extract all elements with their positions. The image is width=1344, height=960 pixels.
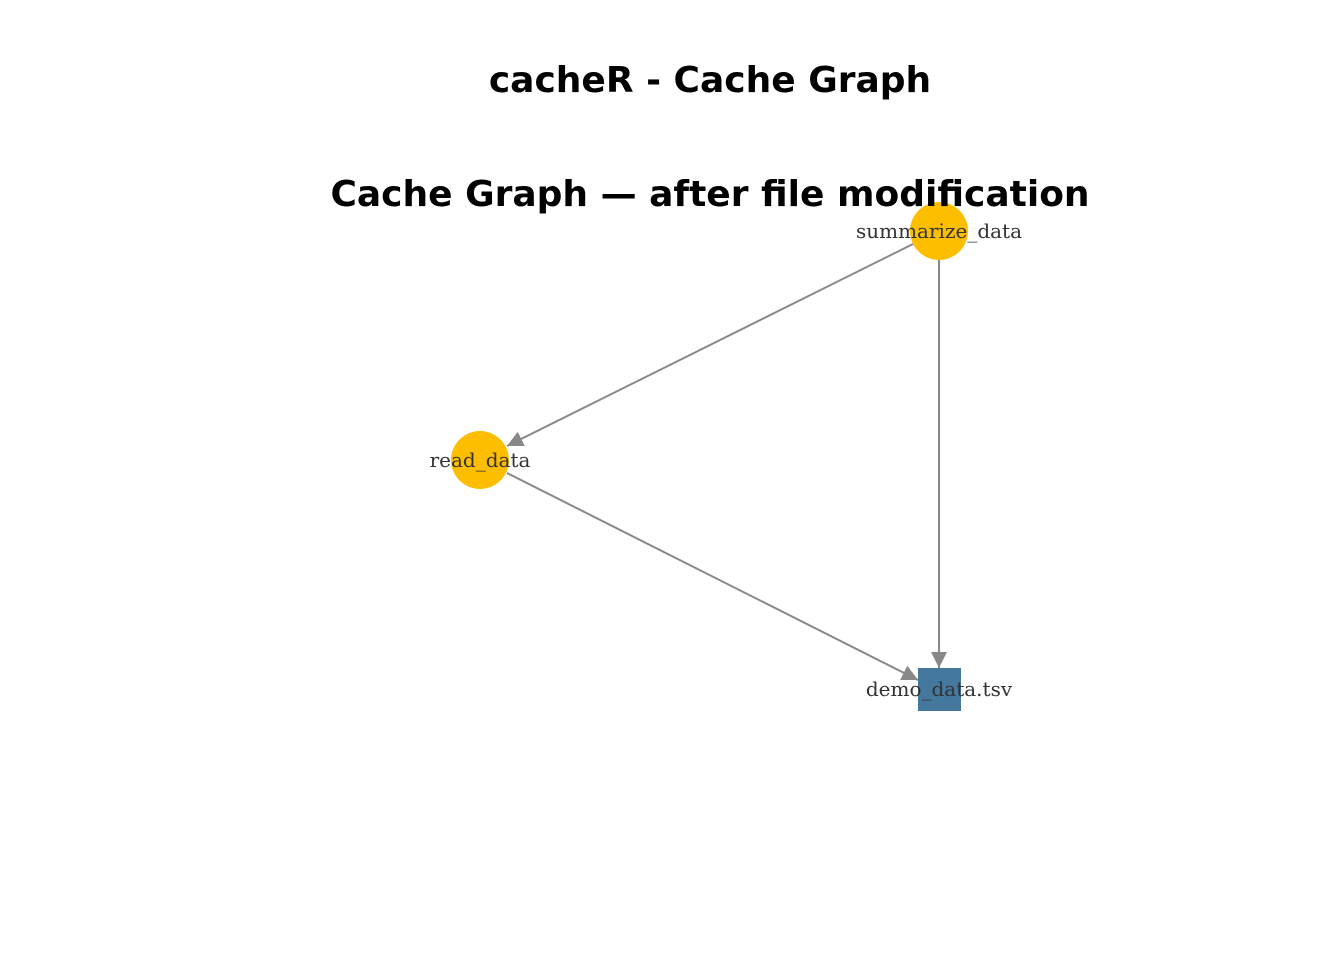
graph-subtitle: Cache Graph — after file modification — [330, 174, 1090, 215]
edge-read-data-to-demo-data — [506, 472, 919, 681]
node-label-demo-data-tsv: demo_data.tsv — [866, 677, 1013, 701]
edge-summarize-data-to-read-data — [506, 243, 914, 447]
node-summarize-data[interactable] — [910, 202, 968, 260]
page-title: cacheR - Cache Graph — [488, 60, 932, 101]
node-read-data[interactable] — [451, 431, 509, 489]
node-label-summarize-data: summarize_data — [856, 219, 1022, 243]
node-demo-data-tsv[interactable] — [918, 668, 961, 711]
node-label-read-data: read_data — [430, 448, 531, 472]
